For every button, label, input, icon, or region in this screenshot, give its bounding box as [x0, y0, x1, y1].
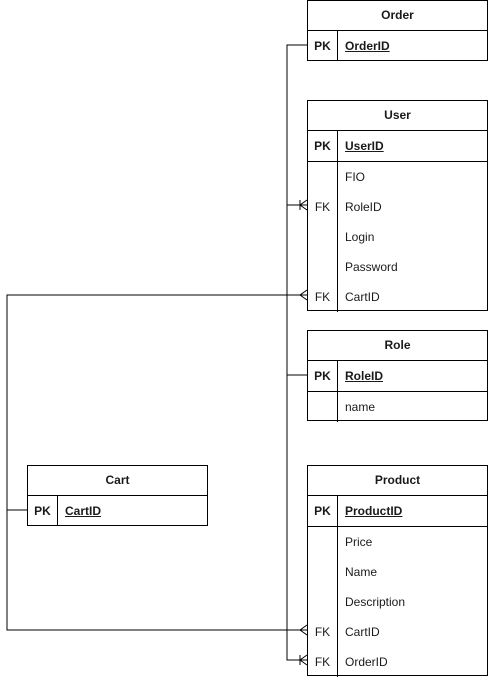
field-name: ProductID: [345, 504, 403, 518]
key-label: FK: [308, 647, 338, 677]
field-name: RoleID: [345, 200, 382, 214]
key-label: FK: [308, 282, 338, 312]
entity-row-pk: PK CartID: [28, 496, 207, 526]
key-label: [308, 587, 338, 617]
entity-cart[interactable]: Cart PK CartID: [27, 465, 208, 526]
relation-cart-user: [6, 294, 307, 511]
entity-row-fk: FK OrderID: [308, 647, 487, 677]
entity-title: Order: [308, 1, 487, 31]
field-name: CartID: [345, 625, 380, 639]
field-name: name: [345, 400, 376, 414]
crowfoot-user-cartid-icon: [299, 289, 308, 301]
key-label: PK: [28, 496, 58, 526]
field-name: OrderID: [345, 39, 390, 53]
relation-role-user: [286, 204, 307, 376]
key-label: [308, 252, 338, 282]
entity-title: Role: [308, 331, 487, 361]
key-label: [308, 557, 338, 587]
entity-row-pk: PK RoleID: [308, 361, 487, 392]
field-name: OrderID: [345, 655, 388, 669]
entity-row-pk: PK UserID: [308, 131, 487, 162]
entity-row: Name: [308, 557, 487, 587]
entity-title: User: [308, 101, 487, 131]
relation-order-product: [286, 44, 307, 661]
field-name: Price: [345, 535, 373, 549]
key-label: FK: [308, 617, 338, 647]
entity-row: Description: [308, 587, 487, 617]
key-label: [308, 527, 338, 557]
entity-row-pk: PK OrderID: [308, 31, 487, 61]
key-label: [308, 392, 338, 422]
entity-row: name: [308, 392, 487, 422]
entity-order[interactable]: Order PK OrderID: [307, 0, 488, 61]
field-name: CartID: [345, 290, 380, 304]
entity-role[interactable]: Role PK RoleID name: [307, 330, 488, 422]
field-name: FIO: [345, 170, 365, 184]
key-label: FK: [308, 192, 338, 222]
entity-row: FIO: [308, 162, 487, 192]
field-name: RoleID: [345, 369, 384, 383]
crowfoot-product-cartid-icon: [299, 624, 308, 636]
entity-row-fk: FK RoleID: [308, 192, 487, 222]
entity-row: Login: [308, 222, 487, 252]
field-name: Description: [345, 595, 406, 609]
entity-row: Password: [308, 252, 487, 282]
field-name: Login: [345, 230, 375, 244]
entity-row-fk: FK CartID: [308, 617, 487, 647]
key-label: PK: [308, 361, 338, 391]
crowfoot-product-orderid-icon: [299, 654, 308, 666]
key-label: PK: [308, 496, 338, 526]
field-name: Password: [345, 260, 398, 274]
field-name: UserID: [345, 139, 384, 153]
entity-title: Cart: [28, 466, 207, 496]
entity-row-fk: FK CartID: [308, 282, 487, 312]
entity-row: Price: [308, 527, 487, 557]
crowfoot-user-roleid-icon: [299, 199, 308, 211]
entity-row-pk: PK ProductID: [308, 496, 487, 527]
key-label: [308, 162, 338, 192]
key-label: PK: [308, 131, 338, 161]
relation-cart-product: [6, 510, 307, 631]
entity-title: Product: [308, 466, 487, 496]
entity-product[interactable]: Product PK ProductID Price Name Descript…: [307, 465, 488, 677]
field-name: CartID: [65, 504, 102, 518]
key-label: PK: [308, 31, 338, 61]
key-label: [308, 222, 338, 252]
entity-user[interactable]: User PK UserID FIO FK RoleID Login Passw…: [307, 100, 488, 312]
field-name: Name: [345, 565, 378, 579]
